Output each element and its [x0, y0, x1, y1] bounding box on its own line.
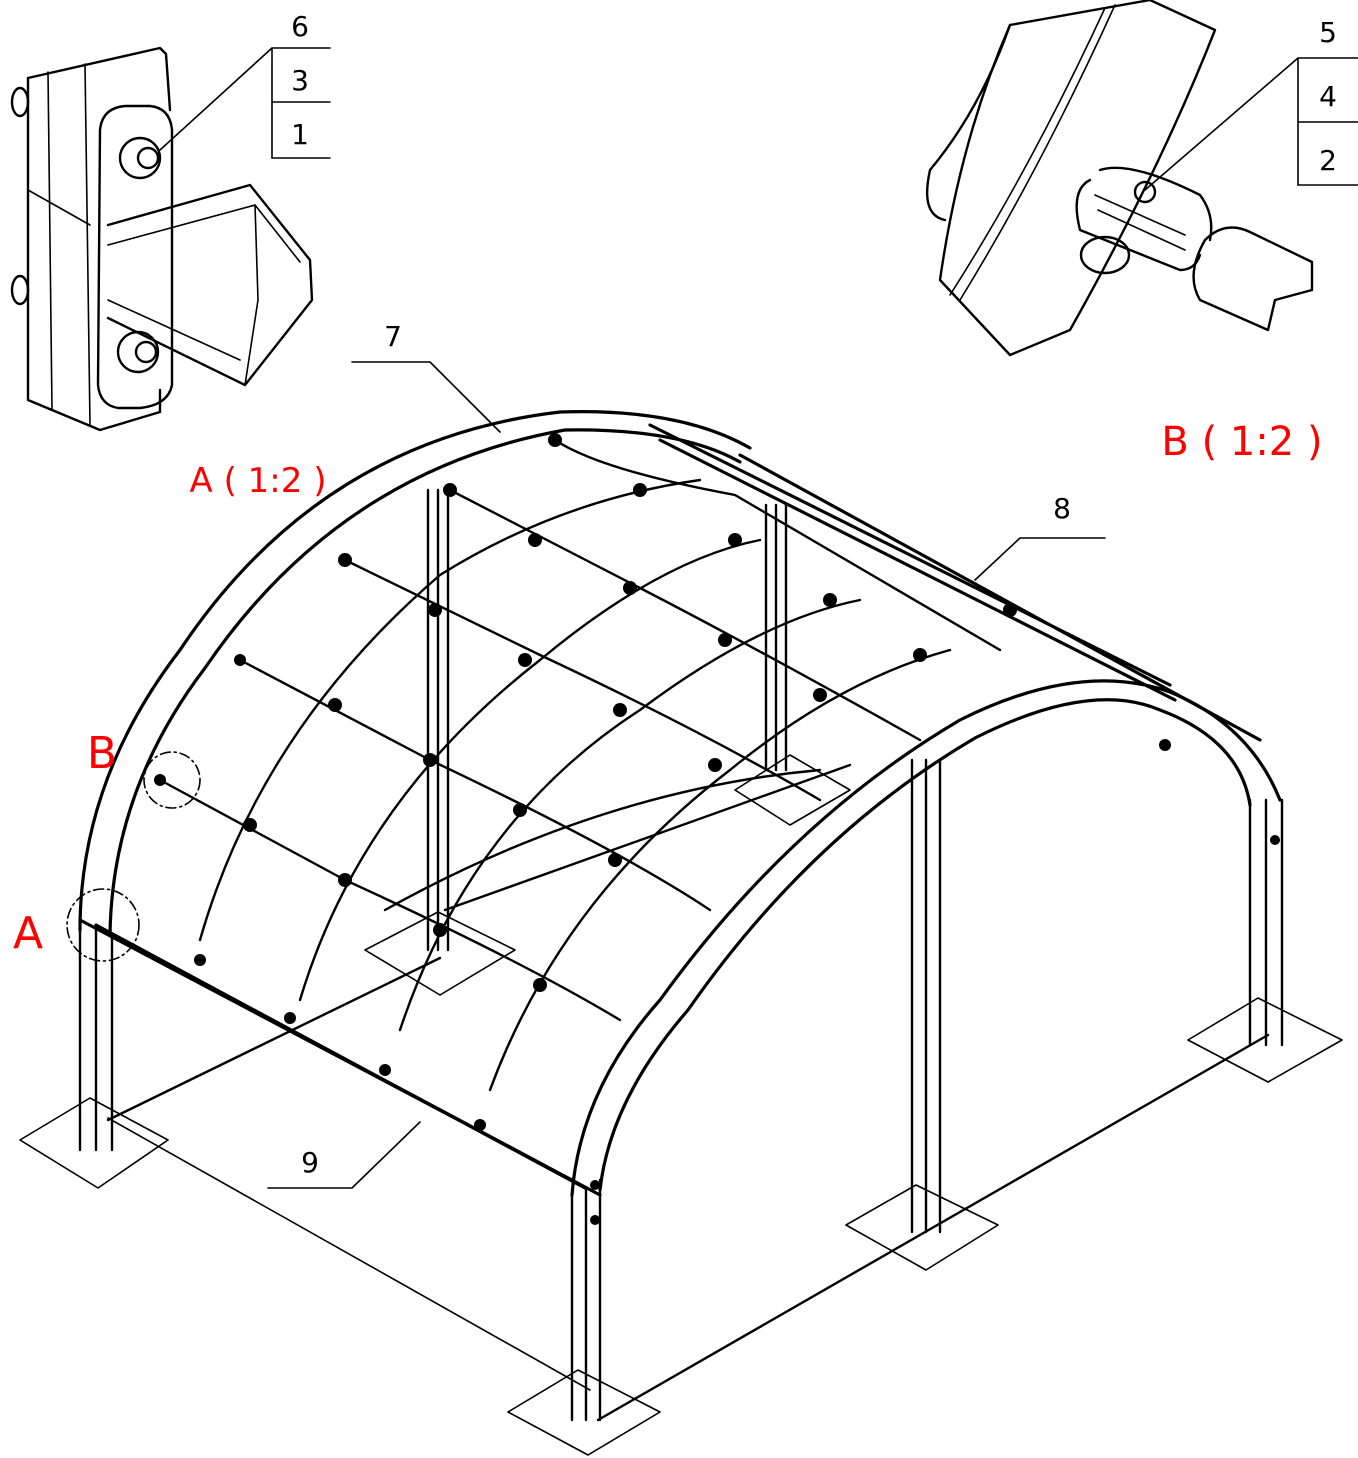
- detail-b-item-2: 4: [1319, 80, 1337, 113]
- detail-b-item-1: 5: [1319, 16, 1337, 49]
- leader-7: [351, 361, 501, 433]
- net-knots: [154, 433, 1280, 1225]
- detail-circle-b: [143, 751, 201, 809]
- marker-a: A: [13, 908, 43, 959]
- detail-circle-a: [66, 888, 140, 962]
- net-cables: [158, 438, 1002, 1092]
- detail-a-title: A ( 1:2 ): [190, 461, 327, 501]
- leader-8: [974, 537, 1106, 581]
- detail-b-view: 5 4 2 B ( 1:2 ): [926, 0, 1358, 465]
- detail-a-item-2: 3: [291, 64, 309, 97]
- detail-b-item-3: 2: [1319, 144, 1337, 177]
- callout-top-rail: 8: [1053, 492, 1071, 525]
- callout-arch: 7: [384, 320, 402, 353]
- detail-a-view: 6 3 1 A ( 1:2 ): [10, 10, 331, 501]
- callout-side-rail: 9: [301, 1146, 319, 1179]
- base-plate-front-left: [19, 1097, 169, 1189]
- base-plate-rear-right: [1187, 997, 1343, 1083]
- detail-a-item-1: 6: [291, 10, 309, 43]
- base-plate-mid-right: [845, 1184, 999, 1271]
- front-arch: [78, 410, 752, 932]
- base-plate-rear-left: [734, 754, 851, 826]
- top-rail: [648, 423, 1262, 742]
- base-plate-center: [364, 911, 516, 996]
- marker-b: B: [87, 728, 117, 779]
- detail-a-item-3: 1: [291, 118, 309, 151]
- side-rail-left: [78, 918, 602, 1197]
- base-plate-front-right: [507, 1369, 661, 1456]
- detail-b-title: B ( 1:2 ): [1161, 419, 1322, 465]
- leader-9: [267, 1121, 421, 1189]
- main-frame: [19, 361, 1343, 1456]
